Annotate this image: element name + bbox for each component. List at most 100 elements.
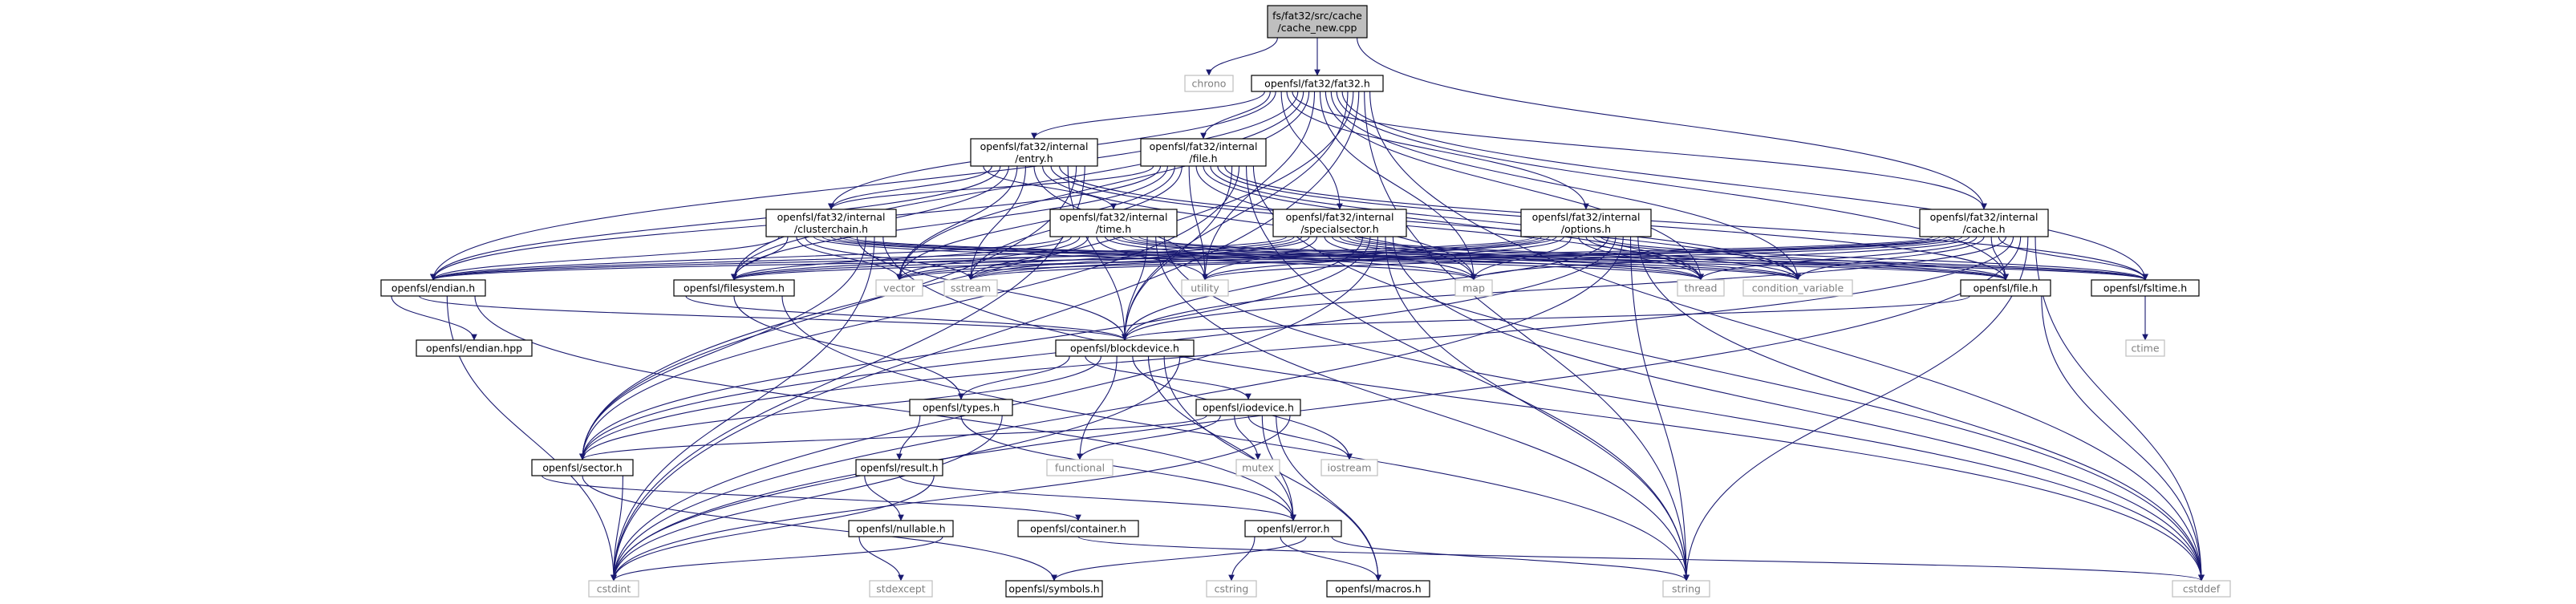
edge-file_int-to-cstddef	[1252, 165, 2205, 582]
edge-cache_int-to-thread	[1698, 236, 1978, 281]
node-ctime-box	[2125, 339, 2165, 357]
node-root-label-line: fs/fat32/src/cache	[1272, 10, 1362, 22]
node-root[interactable]: fs/fat32/src/cache/cache_new.cpp	[1267, 5, 1368, 39]
edge-entry-to-sector	[579, 165, 1077, 460]
node-result-label-line: openfsl/result.h	[860, 462, 938, 474]
edge-error-to-string	[1331, 536, 1690, 582]
node-macros-box	[1326, 580, 1430, 598]
edge-cache_int-to-ofile	[1990, 236, 2009, 281]
node-utility-box	[1181, 279, 1229, 297]
node-thread-box	[1677, 279, 1725, 297]
edge-root-to-chrono	[1206, 37, 1278, 76]
edge-fat32-to-ofile	[1336, 91, 2009, 281]
edge-filesystem-to-types	[733, 295, 964, 400]
node-functional: functional	[1046, 459, 1114, 476]
node-specialsector[interactable]: openfsl/fat32/internal/specialsector.h	[1272, 209, 1407, 237]
node-clusterchain[interactable]: openfsl/fat32/internal/clusterchain.h	[765, 209, 897, 237]
edge-blockdevice-to-sector	[579, 355, 1102, 460]
node-options[interactable]: openfsl/fat32/internal/options.h	[1520, 209, 1652, 237]
node-fat32-box	[1251, 75, 1384, 92]
node-sector[interactable]: openfsl/sector.h	[531, 459, 634, 476]
node-blockdevice[interactable]: openfsl/blockdevice.h	[1055, 339, 1195, 357]
node-sstream-label-line: sstream	[951, 282, 991, 294]
node-filesystem[interactable]: openfsl/filesystem.h	[673, 279, 795, 297]
edge-options-to-vector	[896, 236, 1550, 281]
node-file_int[interactable]: openfsl/fat32/internal/file.h	[1140, 138, 1267, 167]
node-condvar-box	[1742, 279, 1853, 297]
edge-error-to-symbols	[1051, 536, 1307, 582]
node-chrono-box	[1184, 75, 1234, 92]
edge-clusterchain-to-fsltime	[848, 236, 2148, 281]
node-result[interactable]: openfsl/result.h	[855, 459, 943, 476]
node-nullable[interactable]: openfsl/nullable.h	[848, 520, 954, 537]
node-types[interactable]: openfsl/types.h	[909, 399, 1013, 416]
edge-iodevice-to-mutex	[1234, 415, 1261, 460]
node-symbols[interactable]: openfsl/symbols.h	[1005, 580, 1103, 598]
edge-entry-to-time_int	[983, 165, 1117, 210]
node-endianhpp-box	[416, 339, 533, 357]
edge-options-to-string	[1629, 236, 1690, 582]
node-types-box	[909, 399, 1013, 416]
node-entry-label-line: openfsl/fat32/internal	[980, 140, 1089, 152]
node-specialsector-label-line: /specialsector.h	[1300, 223, 1378, 235]
edge-file_int-to-utility	[1188, 165, 1208, 281]
edge-filesystem-to-blockdevice	[685, 295, 1128, 341]
node-endian[interactable]: openfsl/endian.h	[380, 279, 486, 297]
edge-sector-to-cstdint	[611, 475, 623, 582]
node-fat32[interactable]: openfsl/fat32/fat32.h	[1251, 75, 1384, 92]
edge-fat32-to-entry	[1031, 91, 1265, 140]
node-symbols-label-line: openfsl/symbols.h	[1008, 583, 1099, 595]
node-ctime: ctime	[2125, 339, 2165, 357]
edge-clusterchain-to-cstddef	[882, 236, 2205, 582]
node-blockdevice-label-line: openfsl/blockdevice.h	[1070, 343, 1179, 355]
node-vector-box	[875, 279, 923, 297]
node-cstddef-label-line: cstddef	[2183, 583, 2221, 595]
edge-error-to-macros	[1280, 536, 1381, 582]
edge-options-to-map	[1471, 236, 1572, 281]
node-container[interactable]: openfsl/container.h	[1017, 520, 1139, 537]
node-macros[interactable]: openfsl/macros.h	[1326, 580, 1430, 598]
edge-clusterchain-to-cstdint	[611, 236, 875, 582]
node-container-label-line: openfsl/container.h	[1030, 523, 1126, 535]
edge-iodevice-to-macros	[1276, 415, 1381, 582]
node-specialsector-box	[1272, 209, 1407, 237]
edge-cache_int-to-cstddef	[2034, 236, 2205, 582]
node-ofile[interactable]: openfsl/file.h	[1960, 279, 2051, 297]
node-entry[interactable]: openfsl/fat32/internal/entry.h	[970, 138, 1098, 167]
node-cache_int-box	[1919, 209, 2049, 237]
edge-fat32-to-endian	[430, 91, 1299, 281]
node-endianhpp[interactable]: openfsl/endian.hpp	[416, 339, 533, 357]
node-container-box	[1017, 520, 1139, 537]
edge-cache_int-to-condvar	[1795, 236, 1985, 281]
node-map-label-line: map	[1462, 282, 1485, 294]
node-time_int[interactable]: openfsl/fat32/internal/time.h	[1049, 209, 1178, 237]
node-clusterchain-label-line: /clusterchain.h	[794, 223, 868, 235]
node-types-label-line: openfsl/types.h	[923, 402, 1000, 414]
node-iostream-box	[1320, 459, 1378, 476]
node-specialsector-label-line: openfsl/fat32/internal	[1286, 211, 1394, 223]
node-filesystem-box	[673, 279, 795, 297]
node-string-label-line: string	[1672, 583, 1701, 595]
node-error[interactable]: openfsl/error.h	[1244, 520, 1342, 537]
edge-file_int-to-filesystem	[731, 165, 1168, 281]
edge-options-to-cstdint	[611, 236, 1624, 582]
edge-blockdevice-to-error	[1147, 355, 1296, 521]
node-options-label-line: openfsl/fat32/internal	[1532, 211, 1641, 223]
edge-entry-to-clusterchain	[828, 165, 992, 210]
node-fsltime[interactable]: openfsl/fsltime.h	[2091, 279, 2200, 297]
edge-iodevice-to-sector	[579, 415, 1207, 460]
edge-cache_int-to-sstream	[968, 236, 1955, 281]
node-file_int-label-line: openfsl/fat32/internal	[1150, 140, 1258, 152]
node-error-label-line: openfsl/error.h	[1257, 523, 1330, 535]
node-cache_int[interactable]: openfsl/fat32/internal/cache.h	[1919, 209, 2049, 237]
node-iodevice[interactable]: openfsl/iodevice.h	[1195, 399, 1301, 416]
node-functional-box	[1046, 459, 1114, 476]
node-endian-label-line: openfsl/endian.h	[391, 282, 475, 294]
node-fsltime-label-line: openfsl/fsltime.h	[2103, 282, 2187, 294]
edge-options-to-thread	[1578, 236, 1704, 281]
edge-cache_int-to-utility	[1202, 236, 1963, 281]
node-vector: vector	[875, 279, 923, 297]
edge-entry-to-endian	[430, 165, 1001, 281]
edge-specialsector-to-vector	[896, 236, 1303, 281]
node-time_int-label-line: /time.h	[1096, 223, 1131, 235]
